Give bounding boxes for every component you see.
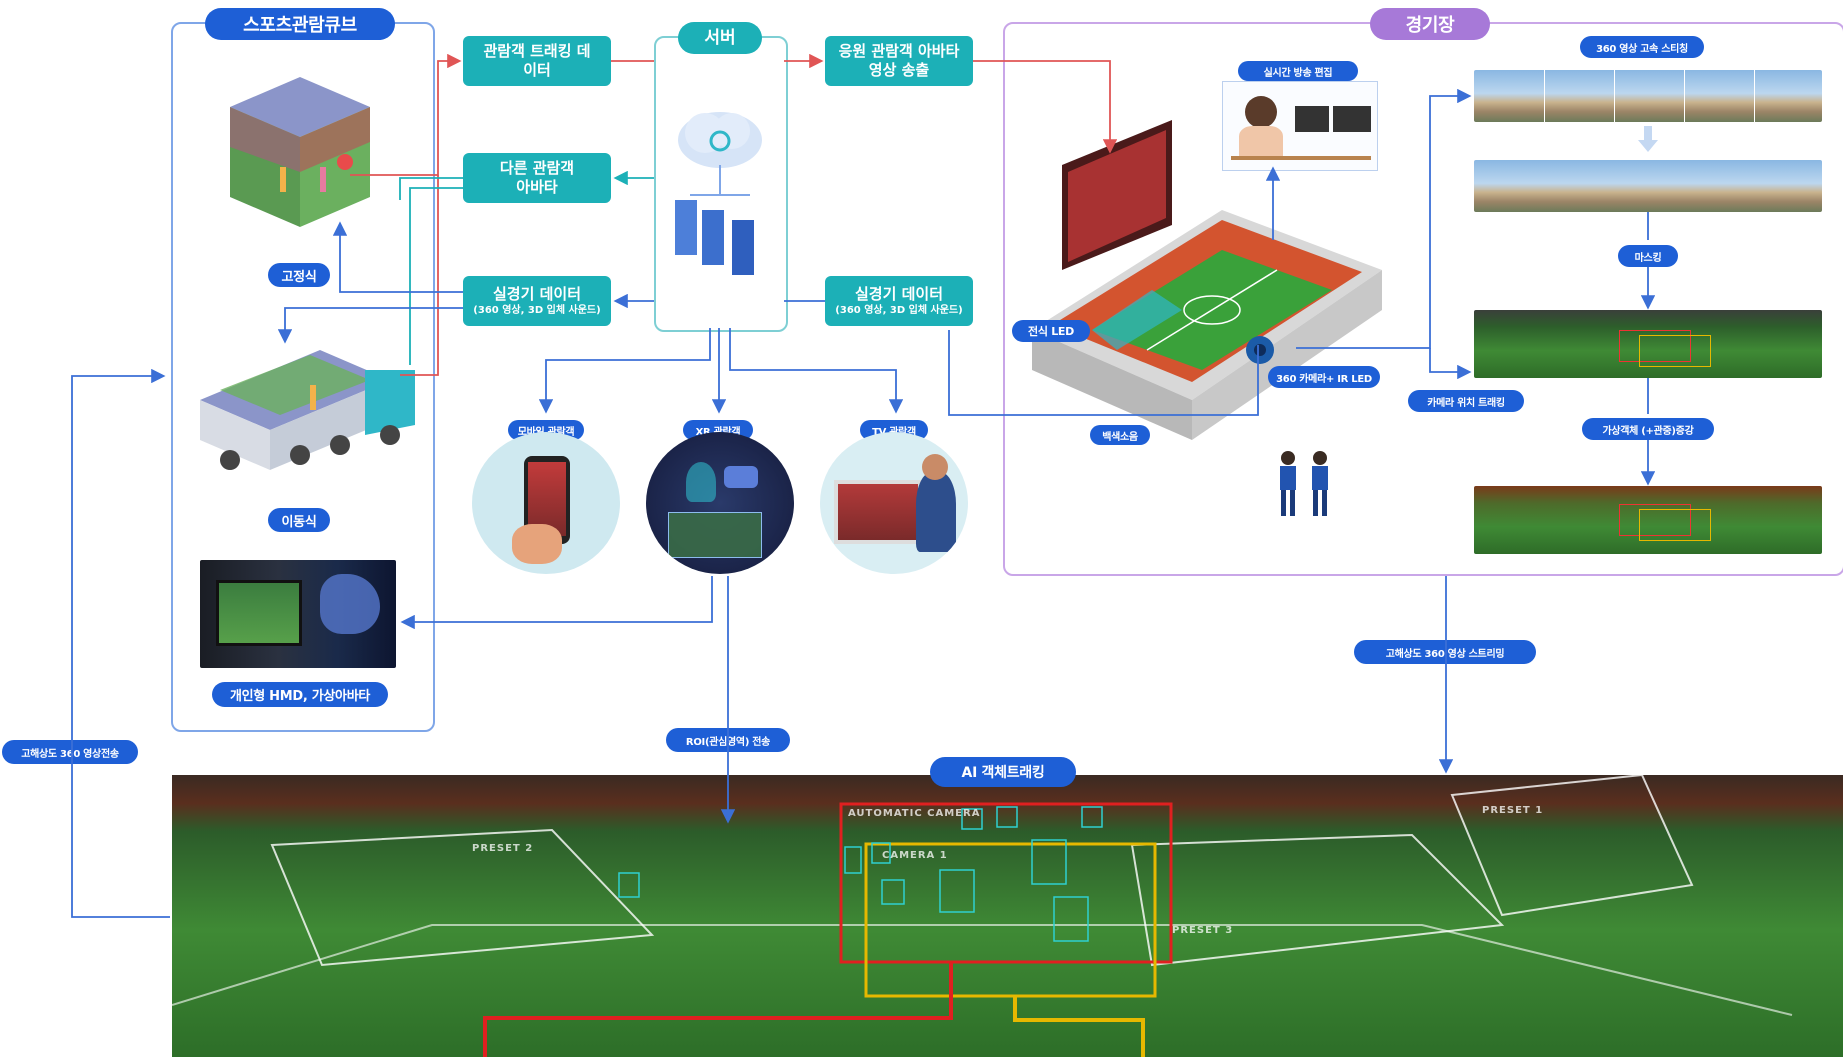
mobile-label: 이동식 <box>268 508 330 532</box>
cheer-avatar-box: 응원 관람객 아바타 영상 송출 <box>825 36 973 86</box>
overlay-preset2: PRESET 2 <box>472 843 534 854</box>
mobile-truck-illustration <box>190 330 420 490</box>
xr-viewer-illustration <box>646 432 794 574</box>
realtime-edit-label: 실시간 방송 편집 <box>1238 61 1358 81</box>
masking-label: 마스킹 <box>1618 245 1678 267</box>
stitch-output-photo <box>1474 160 1822 212</box>
hires-stream-label: 고해상도 360 영상 스트리밍 <box>1354 640 1536 664</box>
tracking-data-box: 관람객 트래킹 데이터 <box>463 36 611 86</box>
other-avatar-box: 다른 관람객 아바타 <box>463 153 611 203</box>
cloud-server-icon <box>670 105 770 280</box>
camera-label: 360 카메라+ IR LED <box>1268 366 1380 388</box>
stadium-illustration <box>1022 120 1392 455</box>
stitch-label: 360 영상 고속 스티칭 <box>1580 36 1704 58</box>
players-illustration <box>1270 448 1340 526</box>
fixed-label: 고정식 <box>268 263 330 287</box>
tv-viewer-illustration <box>820 432 968 574</box>
overlay-auto-camera: AUTOMATIC CAMERA <box>848 808 981 819</box>
masked-field-photo <box>1474 310 1822 378</box>
noise-label: 백색소음 <box>1090 425 1150 445</box>
live-data-right-box: 실경기 데이터 (360 영상, 3D 입체 사운드) <box>825 276 973 326</box>
server-title: 서버 <box>678 22 762 54</box>
augment-label: 가상객체 (+관중)증강 <box>1582 418 1714 440</box>
overlay-preset1: PRESET 1 <box>1482 805 1544 816</box>
cube-title: 스포츠관람큐브 <box>205 8 395 40</box>
personal-label: 개인형 HMD, 가상아바타 <box>212 682 388 707</box>
personal-hmd-photo <box>200 560 396 668</box>
overlay-preset3: PRESET 3 <box>1172 925 1234 936</box>
stitch-input-photo <box>1474 70 1822 122</box>
ai-tracking-label: AI 객체트래킹 <box>930 757 1076 787</box>
ai-tracking-panorama: AUTOMATIC CAMERA CAMERA 1 PRESET 1 PRESE… <box>172 775 1843 1057</box>
overlay-camera1: CAMERA 1 <box>882 850 948 861</box>
stadium-title: 경기장 <box>1370 8 1490 40</box>
cam-track-label: 카메라 위치 트래킹 <box>1408 390 1524 412</box>
stitch-down-arrow <box>1638 126 1658 152</box>
led-label: 전식 LED <box>1012 320 1090 342</box>
mobile-viewer-illustration <box>472 432 620 574</box>
roi-label: ROI(관심영역) 전송 <box>666 728 790 752</box>
hires-send-label: 고해상도 360 영상전송 <box>2 740 138 764</box>
fixed-cube-illustration <box>225 72 375 232</box>
live-data-left-box: 실경기 데이터 (360 영상, 3D 입체 사운드) <box>463 276 611 326</box>
augmented-field-photo <box>1474 486 1822 554</box>
